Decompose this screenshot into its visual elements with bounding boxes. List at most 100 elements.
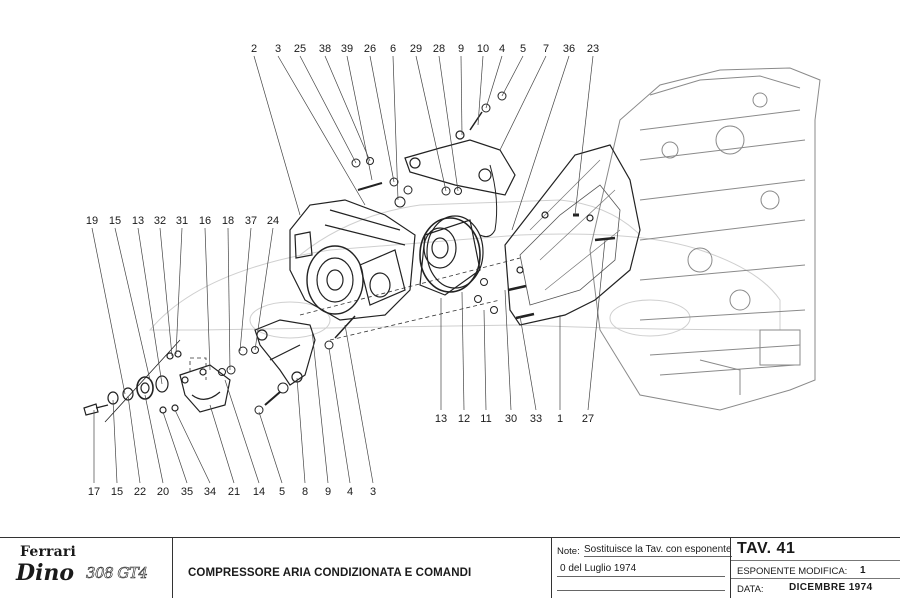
leader-line	[137, 227, 163, 385]
leader-line	[460, 55, 463, 136]
notes-panel: Note: Sostituisce la Tav. con esponente …	[551, 538, 732, 598]
note-line-1: Sostituisce la Tav. con esponente	[584, 544, 732, 557]
callout-label: 29	[410, 43, 422, 55]
callout-label: 28	[433, 43, 445, 55]
leader-line	[174, 409, 211, 484]
leader-line	[254, 227, 274, 351]
callout-label: 21	[228, 486, 240, 498]
leader-line	[296, 377, 306, 484]
callout-label: 24	[267, 215, 279, 227]
leader-line	[344, 324, 374, 484]
leader-line	[328, 347, 351, 484]
callout-label: 17	[88, 486, 100, 498]
leader-line	[112, 399, 118, 484]
brand-logo: Ferrari	[20, 544, 76, 560]
leader-line	[127, 395, 141, 484]
leader-line	[574, 55, 594, 216]
callout-label: 37	[245, 215, 257, 227]
fasteners	[218, 91, 507, 415]
leader-line	[519, 315, 537, 411]
callout-label: 3	[370, 486, 376, 498]
callout-label: 32	[154, 215, 166, 227]
logo-panel: Ferrari Dino 308 GT4	[0, 538, 173, 598]
note-line-3	[557, 590, 725, 591]
plate-info-panel: TAV. 41 ESPONENTE MODIFICA: 1 DATA: DICE…	[730, 538, 900, 598]
leader-line	[415, 55, 447, 192]
callout-label: 10	[477, 43, 489, 55]
date-label: DATA:	[737, 584, 764, 595]
callout-label: 2	[251, 43, 257, 55]
note-line-2: 0 del Luglio 1974	[557, 563, 725, 577]
leader-line	[159, 227, 173, 357]
leader-line	[144, 394, 164, 484]
revision-value: 1	[860, 565, 866, 576]
leader-line	[369, 55, 395, 183]
leader-line	[239, 227, 252, 352]
callout-label: 35	[181, 486, 193, 498]
date-row: DATA: DICEMBRE 1974	[731, 578, 900, 599]
title-block: Ferrari Dino 308 GT4 COMPRESSORE ARIA CO…	[0, 537, 900, 598]
callout-label: 25	[294, 43, 306, 55]
leader-line	[461, 291, 465, 411]
callout-label: 9	[458, 43, 464, 55]
leader-line	[277, 55, 366, 206]
leader-line	[209, 404, 235, 484]
leader-line	[483, 309, 487, 411]
model-number-logo: 308 GT4	[86, 564, 149, 583]
model-script-logo: Dino	[16, 560, 75, 586]
callout-label: 38	[319, 43, 331, 55]
callout-label: 31	[176, 215, 188, 227]
callout-label: 36	[563, 43, 575, 55]
leader-line	[499, 55, 547, 151]
clutch-pulley	[419, 215, 484, 296]
callout-label: 3	[275, 43, 281, 55]
drawing-title: COMPRESSORE ARIA CONDIZIONATA E COMANDI	[188, 567, 472, 579]
leader-line	[438, 55, 459, 192]
leader-line	[504, 289, 512, 411]
leader-line	[91, 227, 126, 395]
leader-line	[485, 55, 503, 109]
callout-label: 18	[222, 215, 234, 227]
compressor	[289, 199, 416, 321]
leader-line	[346, 55, 373, 181]
callout-label: 23	[587, 43, 599, 55]
callout-label: 34	[204, 486, 216, 498]
note-label: Note:	[557, 546, 580, 557]
leader-line	[324, 55, 371, 162]
callout-label: 30	[505, 413, 517, 425]
date-value: DICEMBRE 1974	[789, 582, 873, 593]
leader-line	[114, 227, 151, 381]
callout-label: 11	[480, 413, 491, 425]
callout-label: 9	[325, 486, 331, 498]
callout-label: 13	[132, 215, 144, 227]
callout-label: 5	[279, 486, 285, 498]
callout-label: 26	[364, 43, 376, 55]
leader-line	[204, 227, 211, 371]
alignment-lines	[189, 257, 521, 380]
callout-label: 15	[109, 215, 121, 227]
leader-line	[392, 55, 399, 201]
callout-label: 5	[520, 43, 526, 55]
leader-line	[587, 239, 606, 411]
leader-line	[175, 227, 183, 355]
tensioner-bracket	[254, 319, 316, 386]
callout-label: 27	[582, 413, 594, 425]
callout-label: 6	[390, 43, 396, 55]
callout-label: 13	[435, 413, 447, 425]
idler-pulley-assembly	[83, 339, 182, 423]
callout-label: 1	[557, 413, 563, 425]
leader-line	[162, 411, 188, 484]
callout-label: 22	[134, 486, 146, 498]
revision-row: ESPONENTE MODIFICA: 1	[731, 560, 900, 579]
callout-label: 4	[499, 43, 505, 55]
callout-label: 7	[543, 43, 549, 55]
engine-block	[589, 67, 821, 411]
callout-label: 14	[253, 486, 265, 498]
leader-line	[253, 55, 301, 216]
leader-line	[311, 329, 329, 484]
idler-plate	[179, 364, 231, 413]
upper-bracket	[404, 130, 516, 238]
revision-label: ESPONENTE MODIFICA:	[737, 566, 848, 577]
